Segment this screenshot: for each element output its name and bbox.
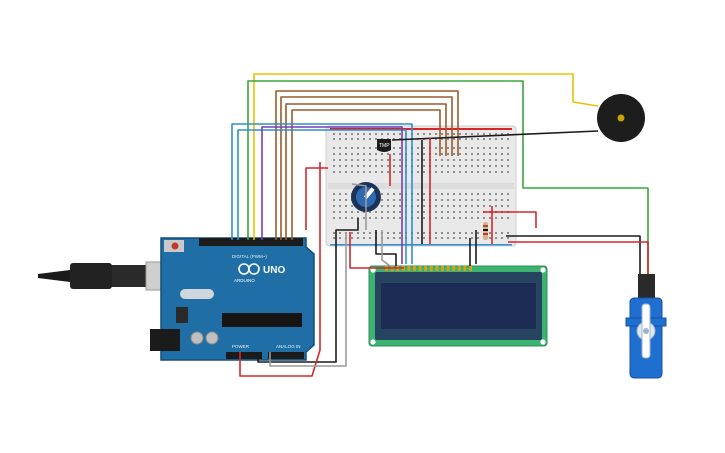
piezo-buzzer-icon [597, 94, 645, 142]
microcontroller-chip [222, 313, 302, 327]
temperature-sensor: TMP [377, 139, 391, 152]
power-jack [150, 329, 180, 351]
wire-grey [351, 183, 367, 230]
wire-purple [261, 126, 403, 264]
temp-sensor-label: TMP [379, 143, 390, 149]
resistor [483, 222, 488, 240]
wire-blue [231, 123, 413, 264]
digital-label: DIGITAL (PWM~) [232, 254, 267, 259]
logo-text: ARDUINO [234, 278, 255, 283]
wire-blue [237, 129, 407, 264]
wire-brown [275, 90, 459, 240]
wire-black [506, 235, 641, 274]
wire-red [508, 241, 649, 274]
power-label: POWER [232, 344, 250, 349]
wire-grey [381, 230, 391, 267]
wire-red [305, 167, 328, 230]
arduino-uno-board: DIGITAL (PWM~) UNO ARDUINO POWER ANALOG … [150, 237, 315, 361]
wire-red [239, 162, 321, 377]
wire-black [375, 230, 397, 266]
lcd-display [368, 265, 548, 347]
wires [231, 73, 649, 377]
usb-cable-icon [38, 261, 175, 291]
brand-text: UNO [263, 265, 285, 276]
wire-brown [291, 109, 441, 240]
analog-label: ANALOG IN [276, 344, 301, 349]
reset-button[interactable] [171, 242, 179, 250]
wire-red [483, 211, 537, 228]
wire-brown [280, 96, 453, 240]
wire-red [349, 232, 404, 269]
wire-brown [285, 103, 447, 240]
servo-motor-icon [625, 274, 667, 379]
wire-grey [269, 232, 347, 367]
digital-header [199, 238, 303, 246]
wire-black [391, 130, 599, 141]
wire-black [257, 218, 359, 363]
